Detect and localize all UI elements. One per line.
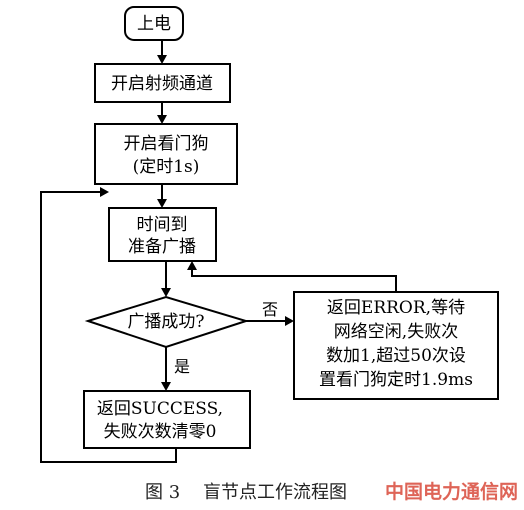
- success-line2: 失败次数清零0: [104, 422, 217, 442]
- error-line1: 返回ERROR,等待: [327, 298, 465, 318]
- decision-label: 广播成功?: [127, 312, 204, 332]
- watermark-text: 中国电力通信网: [385, 480, 518, 503]
- error-line2: 网络空闲,失败次: [334, 322, 458, 342]
- edge-label-no: 否: [262, 300, 278, 319]
- time-prepare-node: [108, 207, 217, 262]
- time-prepare-line1: 时间到: [137, 215, 188, 235]
- success-node: [83, 390, 251, 449]
- open-rf-label: 开启射频通道: [111, 74, 213, 94]
- start-node: [124, 6, 184, 41]
- figure-caption: 图 3 盲节点工作流程图: [145, 482, 347, 503]
- open-rf-node: [94, 63, 231, 103]
- edge-label-yes: 是: [174, 357, 190, 376]
- watchdog-label-line1: 开启看门狗: [124, 134, 209, 154]
- watchdog-label-line2: (定时1s): [133, 157, 200, 177]
- error-line3: 数加1,超过50次设: [326, 346, 466, 366]
- success-line1: 返回SUCCESS,: [97, 399, 223, 419]
- start-label: 上电: [137, 14, 171, 34]
- watchdog-node: [94, 123, 238, 185]
- time-prepare-line2: 准备广播: [128, 237, 196, 257]
- connectors: [40, 40, 397, 463]
- error-line4: 置看门狗定时1.9ms: [319, 370, 473, 390]
